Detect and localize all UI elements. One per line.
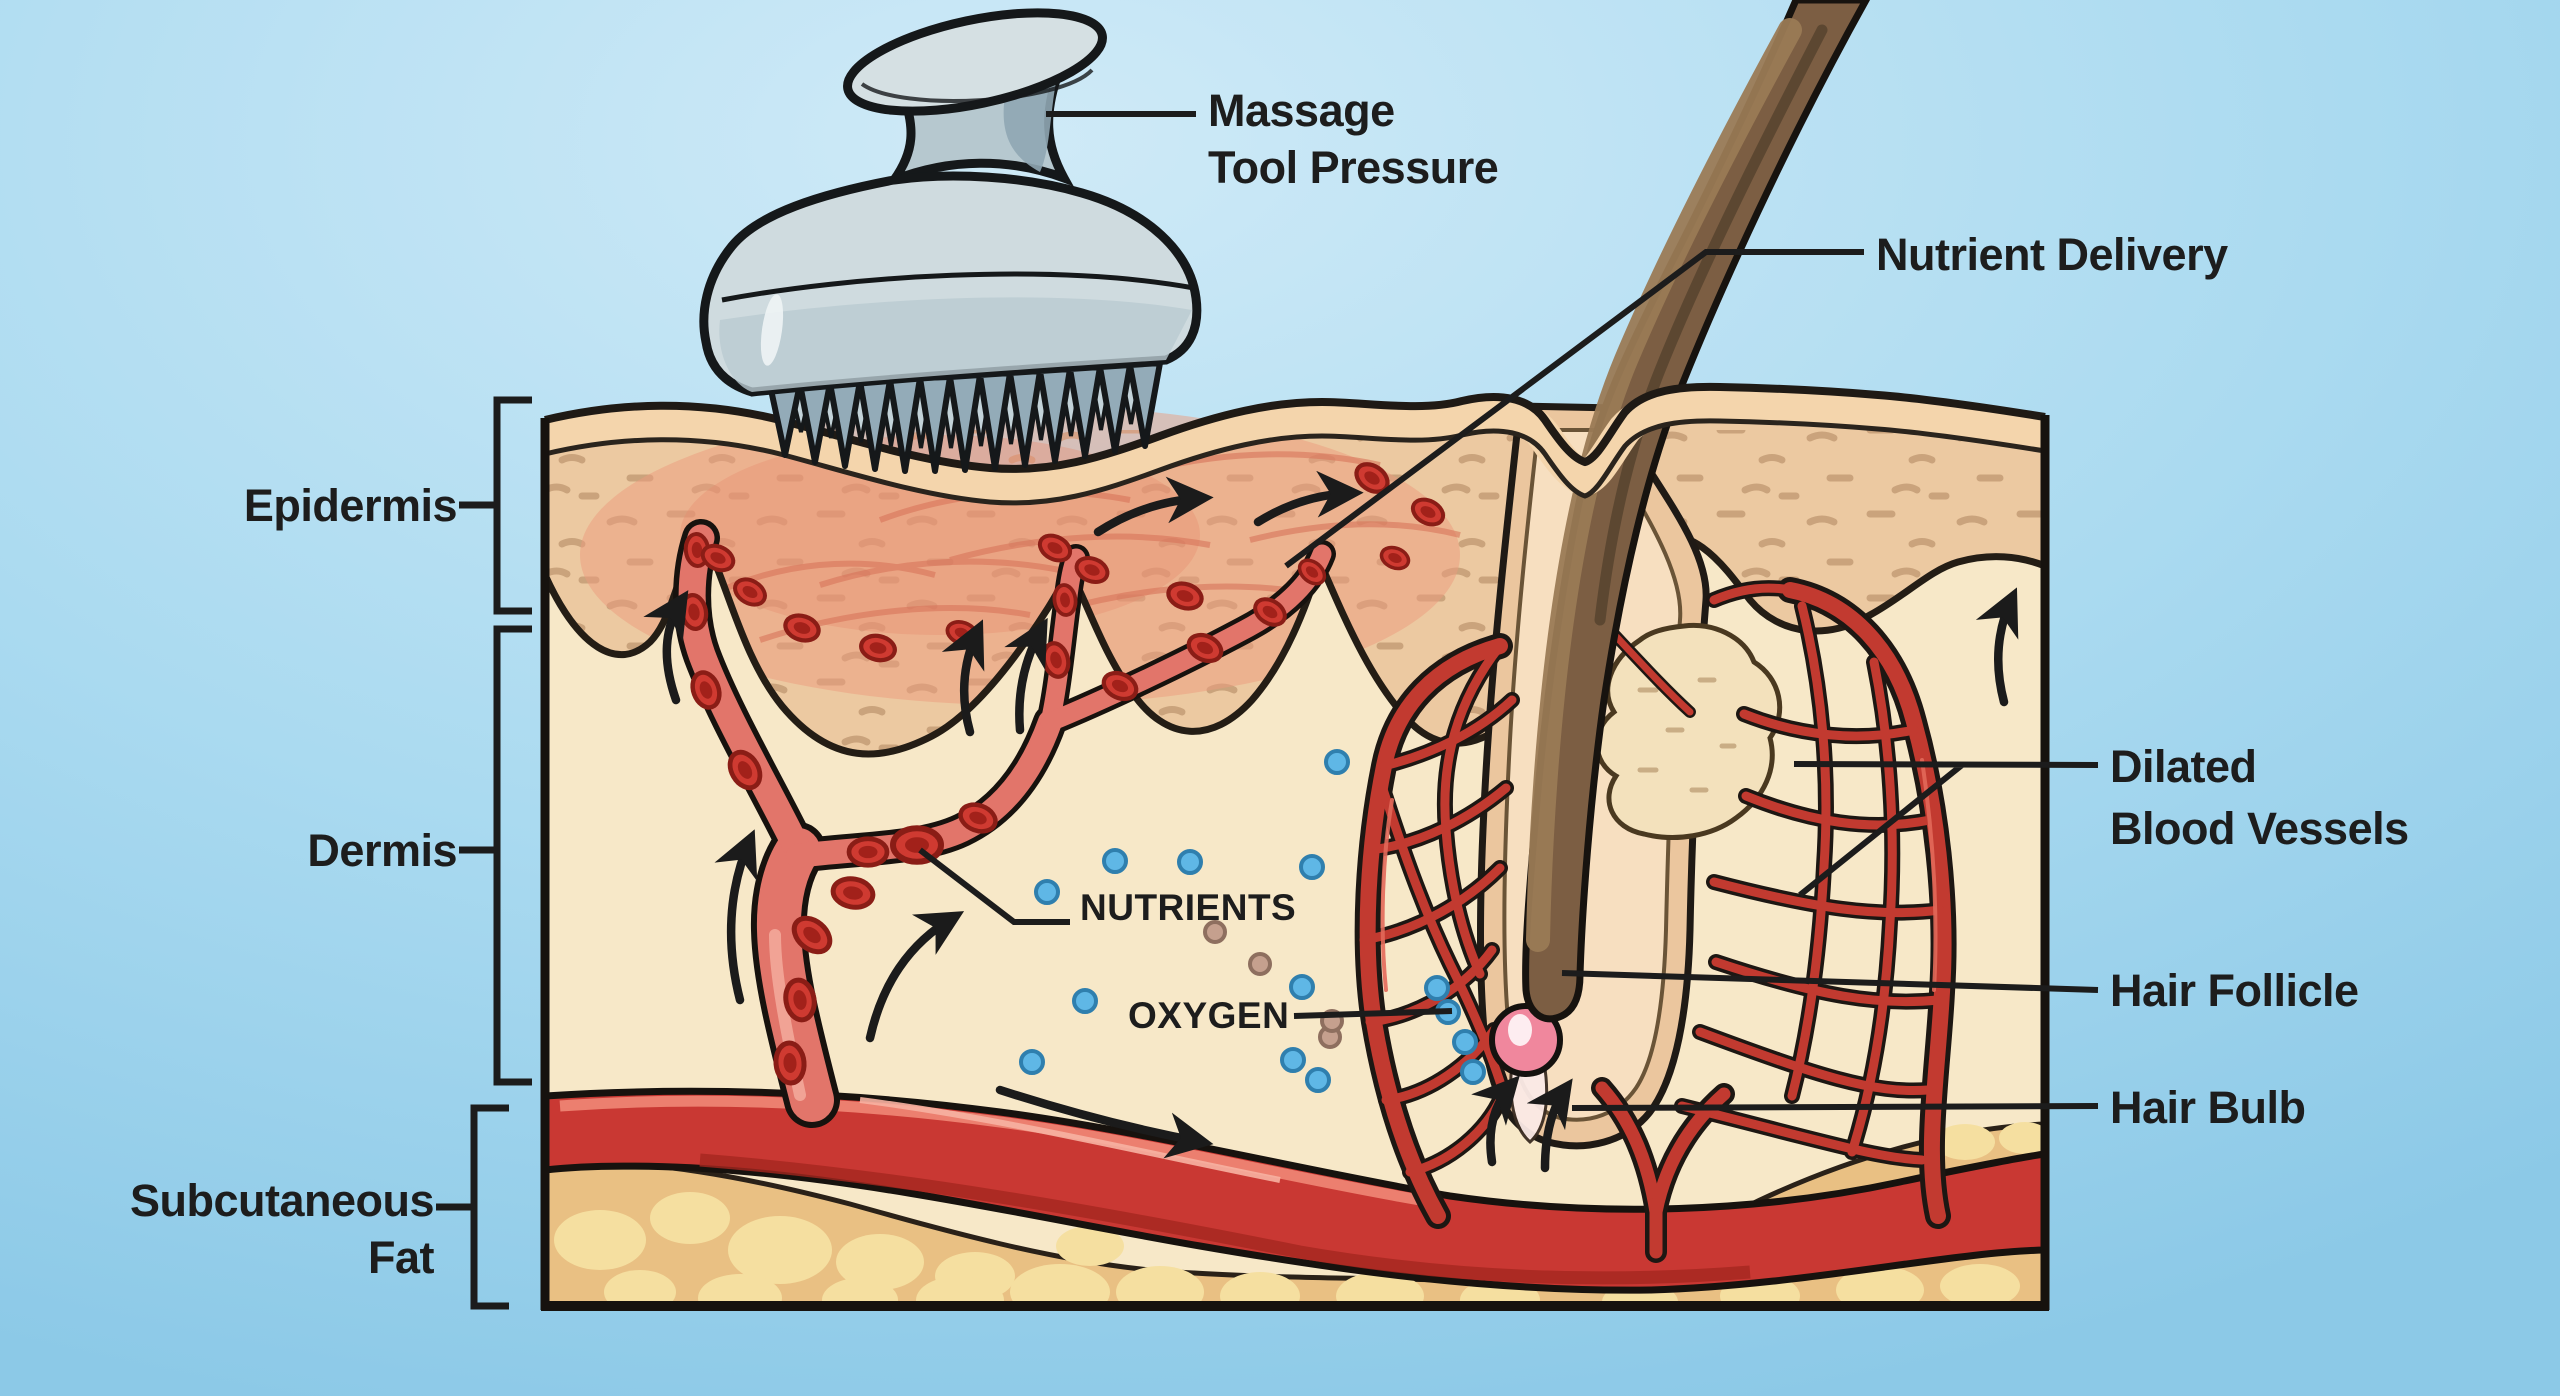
flow-arrow xyxy=(995,1085,1214,1159)
flow-arrow xyxy=(941,619,985,737)
flow-arrow xyxy=(1975,587,2019,707)
label-line: OXYGEN xyxy=(1128,995,1290,1036)
label-line: NUTRIENTS xyxy=(1080,887,1297,928)
leader-lines xyxy=(918,111,2099,1111)
epidermis-dermis-boundary xyxy=(545,527,2045,758)
label-line: Epidermis xyxy=(243,480,458,531)
nutrient-delivery-label: Nutrient Delivery xyxy=(1876,226,2228,283)
bracket-subcutaneous-fat xyxy=(436,1104,509,1310)
flow-arrow xyxy=(1526,1078,1573,1173)
flow-arrow xyxy=(1471,1075,1520,1167)
hair-follicle-label: Hair Follicle xyxy=(2110,962,2359,1019)
massage-tool-bristles xyxy=(767,360,1163,474)
dermis-label: Dermis xyxy=(307,822,457,879)
leader-dilated-vessels xyxy=(1793,761,2099,898)
label-line: Blood Vessels xyxy=(2110,803,2409,854)
oxygen-label: OXYGEN xyxy=(1128,996,1289,1036)
bracket-epidermis xyxy=(459,396,532,615)
label-line: Fat xyxy=(368,1232,435,1283)
layer-brackets xyxy=(436,396,532,1310)
label-line: Hair Follicle xyxy=(2110,965,2359,1016)
label-line: Dermis xyxy=(307,825,457,876)
flow-arrow xyxy=(1253,470,1364,527)
massage-tool-body xyxy=(699,171,1202,397)
subcutaneous-fat-label: Subcutaneous Fat xyxy=(129,1172,435,1286)
diagram-frame xyxy=(540,415,2050,1311)
oxygen-dots xyxy=(1019,749,1486,1093)
label-line: Massage xyxy=(1208,85,1395,136)
leader-hair-bulb xyxy=(1571,1103,2099,1111)
flow-arrow xyxy=(865,911,965,1043)
massage-tool xyxy=(699,8,1202,474)
artery xyxy=(545,1087,2045,1294)
label-line: Dilated xyxy=(2110,741,2257,792)
leader-hair-follicle xyxy=(1561,970,2099,993)
bracket-dermis xyxy=(459,625,532,1086)
leader-nutrient-delivery xyxy=(1284,249,1864,569)
hair-bulb-label: Hair Bulb xyxy=(2110,1079,2306,1136)
flow-arrow xyxy=(714,829,758,1005)
nutrients-label: NUTRIENTS xyxy=(1080,888,1296,928)
massage-tool-knob xyxy=(843,8,1107,116)
label-line: Nutrient Delivery xyxy=(1876,229,2228,280)
flow-arrow xyxy=(1004,617,1048,735)
leader-oxygen xyxy=(1293,1008,1453,1019)
flow-arrow xyxy=(643,590,689,705)
flow-arrows xyxy=(643,470,2019,1173)
massage-tool-pressure-label: Massage Tool Pressure xyxy=(1208,82,1499,196)
label-line: Hair Bulb xyxy=(2110,1082,2306,1133)
nutrient-dots xyxy=(1203,920,1344,1049)
flow-arrow xyxy=(1093,476,1214,537)
epidermis-label: Epidermis xyxy=(243,477,458,534)
label-line: Subcutaneous xyxy=(129,1175,435,1226)
label-line: Tool Pressure xyxy=(1208,142,1499,193)
dilated-blood-vessels-label: Dilated Blood Vessels xyxy=(2110,736,2409,860)
leader-nutrients xyxy=(918,847,1070,925)
